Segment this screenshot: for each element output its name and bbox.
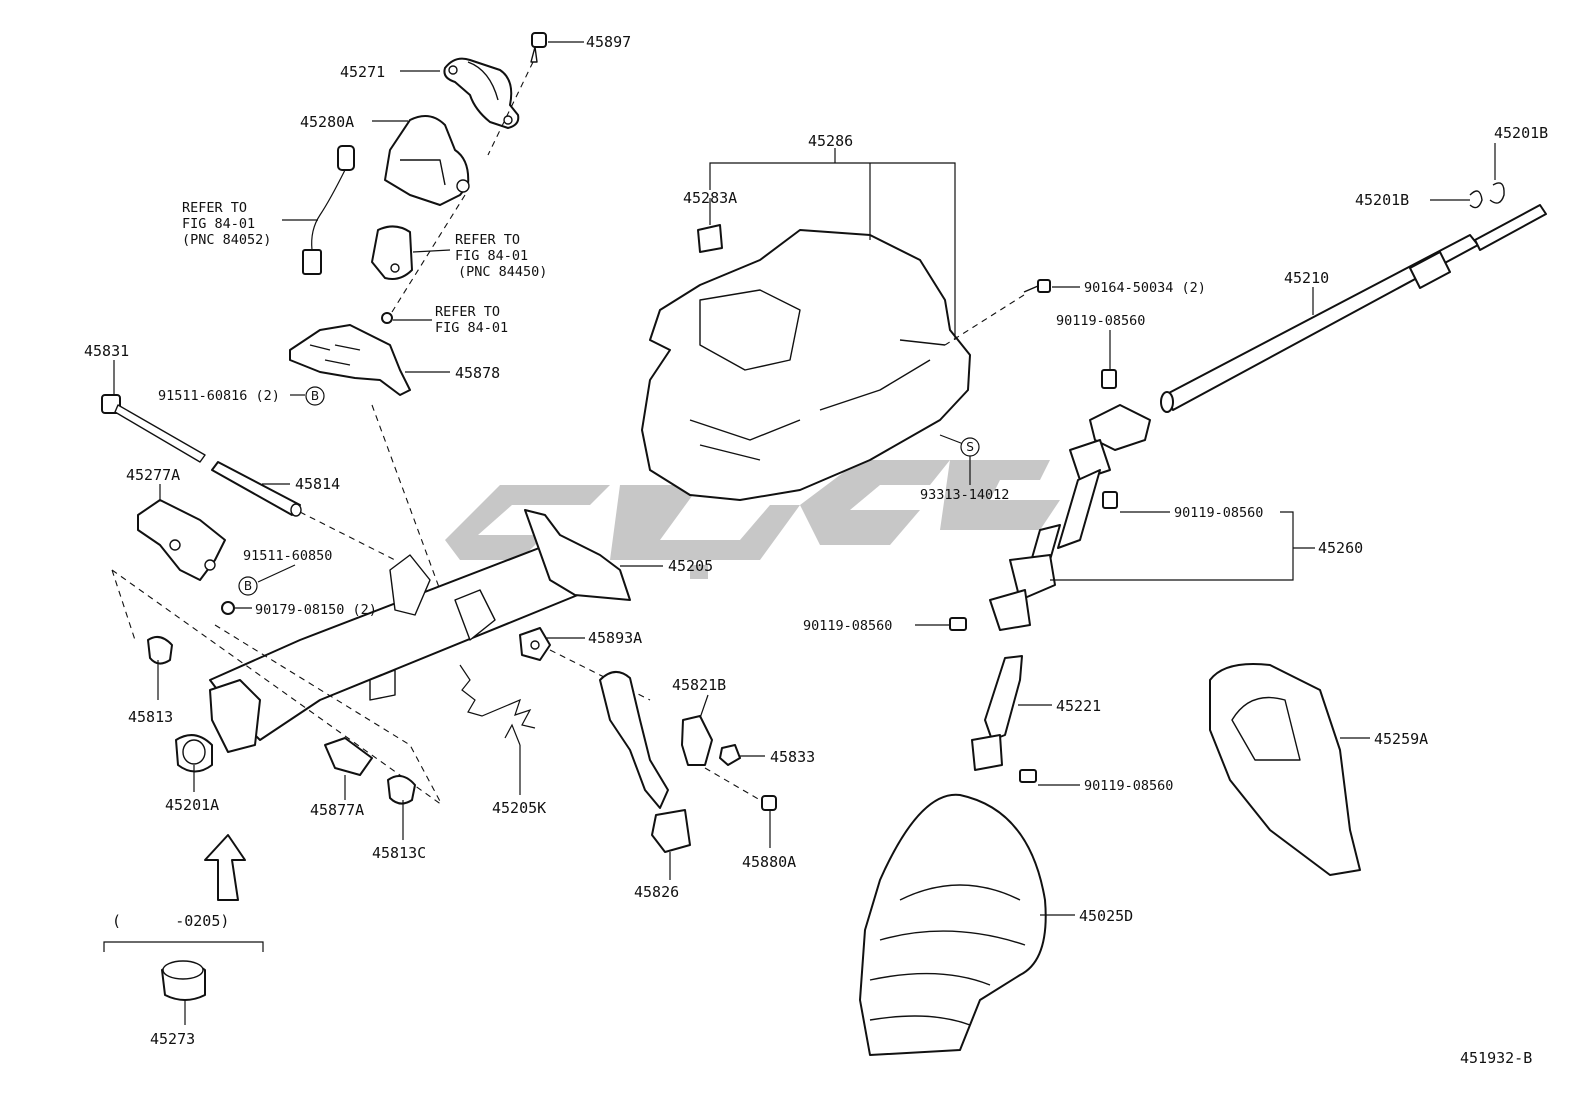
dash-45893a xyxy=(549,649,651,701)
label-45277a: 45277A xyxy=(126,466,180,484)
part-45273-bushing xyxy=(161,960,206,1001)
label-45821b: 45821B xyxy=(672,676,726,694)
part-45283a-sticker xyxy=(697,224,723,253)
label-90119-b: 90119-08560 xyxy=(1174,505,1263,521)
dash-housing xyxy=(391,194,466,313)
part-45025d-boot xyxy=(859,793,1047,1056)
leader-lines xyxy=(113,41,1496,1025)
part-45813-bushing xyxy=(147,635,173,665)
insert-direction-arrow xyxy=(204,834,246,901)
part-45277a-bracket xyxy=(137,499,226,581)
label-refer2-l1: REFER TO xyxy=(455,232,520,248)
circled-marker-b1: B xyxy=(305,386,325,406)
label-90119-a: 90119-08560 xyxy=(1056,313,1145,329)
dash-45814 xyxy=(299,511,396,561)
part-45201a-bushing xyxy=(175,734,213,773)
dash-90164 xyxy=(944,294,1025,346)
part-small-screw xyxy=(381,312,393,324)
label-90179: 90179-08150 (2) xyxy=(255,602,377,618)
label-refer3-l1: REFER TO xyxy=(435,304,500,320)
label-45280a: 45280A xyxy=(300,113,354,131)
part-45259a-cover xyxy=(1209,663,1361,876)
label-45273: 45273 xyxy=(150,1030,195,1048)
part-45877a-sleeve xyxy=(324,737,373,776)
label-90164: 90164-50034 (2) xyxy=(1084,280,1206,296)
part-45260-intermediate-shaft xyxy=(989,404,1151,631)
part-key-cylinder xyxy=(371,225,413,280)
label-refer1-l3: (PNC 84052) xyxy=(182,232,271,248)
label-90119-c: 90119-08560 xyxy=(803,618,892,634)
part-45205-column-tube xyxy=(209,509,631,753)
label-45831: 45831 xyxy=(84,342,129,360)
label-45201b-left: 45201B xyxy=(1355,191,1409,209)
part-45271-bracket xyxy=(443,57,520,129)
label-45826: 45826 xyxy=(634,883,679,901)
part-45286-cover xyxy=(641,229,971,501)
label-date-range: ( -0205) xyxy=(112,912,229,930)
part-45878-plate xyxy=(289,324,411,396)
label-45260: 45260 xyxy=(1318,539,1363,557)
label-45880a: 45880A xyxy=(742,853,796,871)
label-45286: 45286 xyxy=(808,132,853,150)
label-45814: 45814 xyxy=(295,475,340,493)
label-45221: 45221 xyxy=(1056,697,1101,715)
label-45833: 45833 xyxy=(770,748,815,766)
label-45271: 45271 xyxy=(340,63,385,81)
part-45821b-plate xyxy=(681,715,713,766)
svg-text:B: B xyxy=(311,389,319,403)
label-refer1-l1: REFER TO xyxy=(182,200,247,216)
dash-45880a xyxy=(704,767,761,801)
part-90179-nut xyxy=(221,601,235,615)
part-45210-shaft xyxy=(1160,204,1547,413)
label-45259a: 45259A xyxy=(1374,730,1428,748)
label-45878: 45878 xyxy=(455,364,500,382)
label-45205: 45205 xyxy=(668,557,713,575)
label-refer3-l2: FIG 84-01 xyxy=(435,320,508,336)
label-45877a: 45877A xyxy=(310,801,364,819)
part-45201b-clips xyxy=(1469,182,1505,209)
part-45893a-nut xyxy=(519,627,551,661)
part-45814-pin xyxy=(211,461,302,517)
part-45880a-screw xyxy=(761,795,777,811)
label-45201a: 45201A xyxy=(165,796,219,814)
part-45833-nut xyxy=(719,744,741,766)
part-90164-bolt xyxy=(1023,279,1051,293)
label-93313: 93313-14012 xyxy=(920,487,1009,503)
circled-marker-b2: B xyxy=(238,576,258,596)
part-45826-lever xyxy=(599,671,691,853)
label-45893a: 45893A xyxy=(588,629,642,647)
label-45201b-top: 45201B xyxy=(1494,124,1548,142)
label-45813: 45813 xyxy=(128,708,173,726)
label-45025d: 45025D xyxy=(1079,907,1133,925)
label-91511-60850: 91511-60850 xyxy=(243,548,332,564)
svg-text:B: B xyxy=(244,579,252,593)
part-45831-bolt xyxy=(101,394,206,463)
date-bracket xyxy=(103,941,264,952)
dash-bounding xyxy=(111,569,443,806)
label-refer2-l2: FIG 84-01 xyxy=(455,248,528,264)
label-45210: 45210 xyxy=(1284,269,1329,287)
label-refer1-l2: FIG 84-01 xyxy=(182,216,255,232)
label-45205k: 45205K xyxy=(492,799,546,817)
part-labels: 45897 45271 45280A REFER TO FIG 84-01 (P… xyxy=(84,33,1548,1067)
part-switch-connector xyxy=(302,145,355,275)
circled-marker-s1: S xyxy=(960,437,980,457)
svg-text:S: S xyxy=(966,440,974,454)
label-45813c: 45813C xyxy=(372,844,426,862)
label-90119-d: 90119-08560 xyxy=(1084,778,1173,794)
part-45280a-housing xyxy=(384,115,470,206)
part-45897-screw xyxy=(530,32,547,63)
label-91511-60816: 91511-60816 (2) xyxy=(158,388,280,404)
part-45205k-spring xyxy=(459,664,536,746)
part-45813c-bushing xyxy=(387,775,416,805)
label-45283a: 45283A xyxy=(683,189,737,207)
figure-code: 451932-B xyxy=(1460,1049,1532,1067)
part-45221-shaft xyxy=(971,655,1023,771)
label-45897: 45897 xyxy=(586,33,631,51)
label-refer2-l3: (PNC 84450) xyxy=(458,264,547,280)
part-90119-bolts xyxy=(949,369,1118,783)
